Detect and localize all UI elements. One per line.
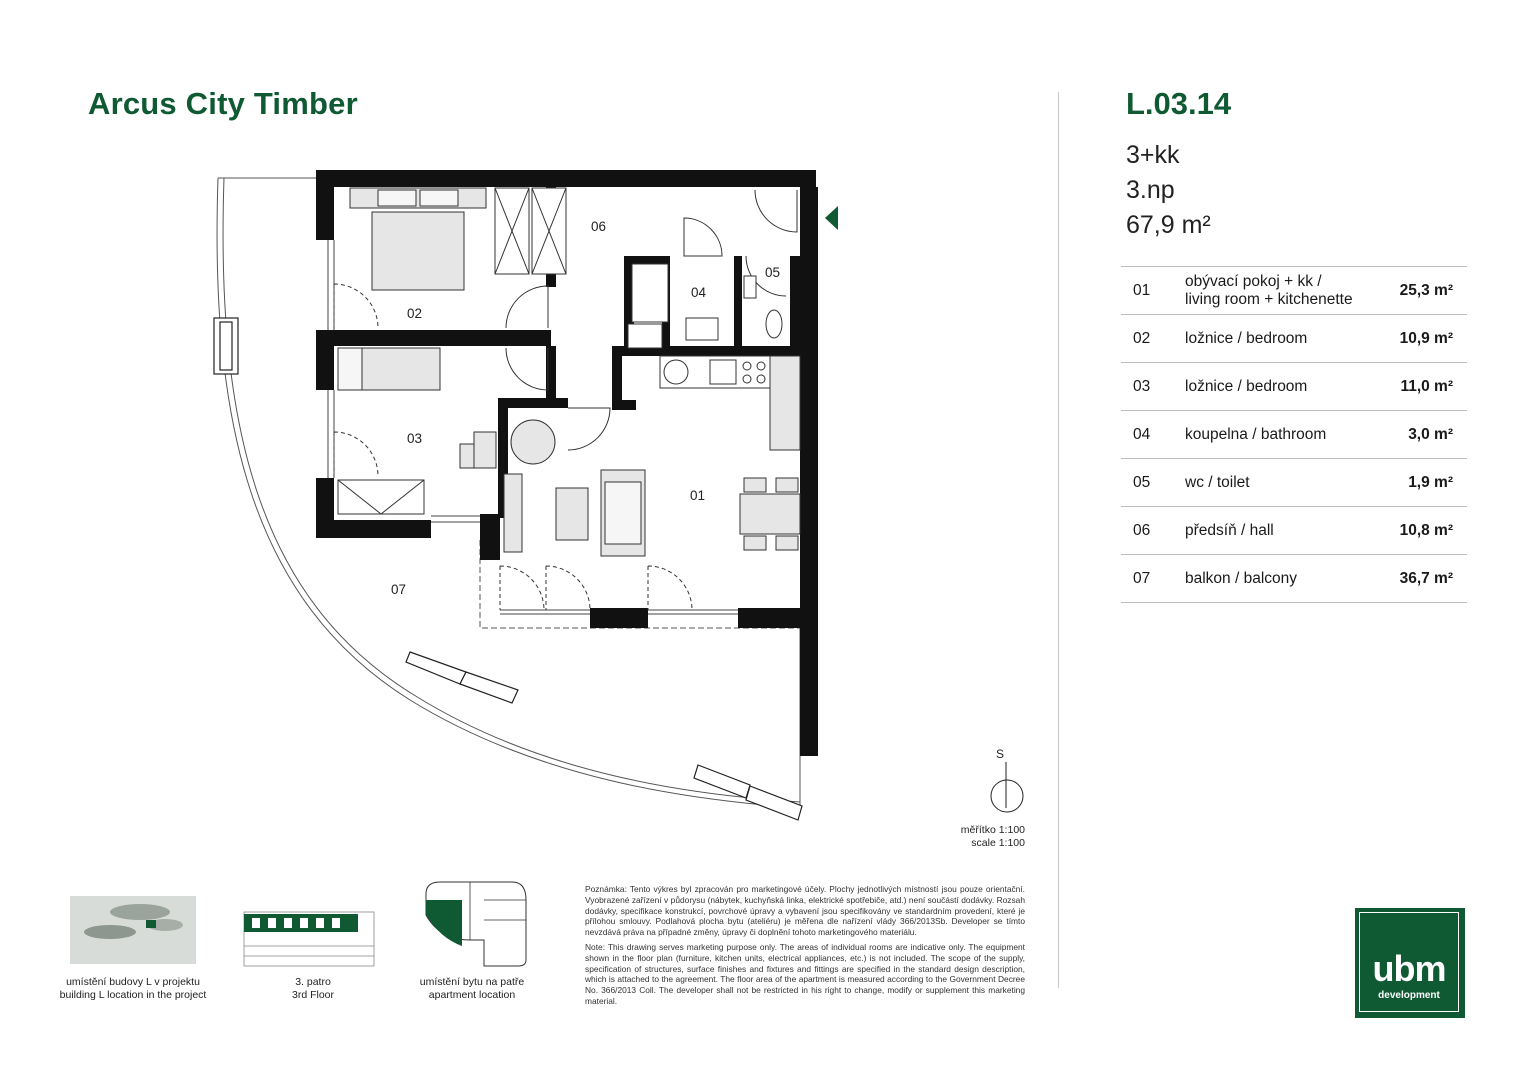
logo-sub: development	[1378, 990, 1440, 1001]
room-number: 05	[1133, 473, 1151, 491]
room-area: 10,9 m²	[1399, 329, 1453, 347]
room-area: 1,9 m²	[1408, 473, 1453, 491]
project-title: Arcus City Timber	[88, 86, 358, 121]
plan-label-01: 01	[690, 488, 705, 503]
caption-line-cz: umístění budovy L v projektu	[66, 976, 200, 988]
entrance-arrow-icon	[825, 206, 838, 230]
plan-label-05: 05	[765, 265, 780, 280]
room-number: 06	[1133, 521, 1151, 539]
door-swings	[333, 189, 798, 611]
disclaimer-note: Poznámka: Tento výkres byl zpracován pro…	[585, 884, 1025, 1011]
unit-layout: 3+kk	[1126, 141, 1180, 169]
thumbnail-caption: 3. patro 3rd Floor	[250, 976, 376, 1002]
scale-line-en: scale 1:100	[971, 837, 1025, 849]
room-number: 01	[1133, 281, 1151, 299]
caption-line-en: building L location in the project	[59, 989, 207, 1001]
plan-label-06: 06	[591, 219, 606, 234]
room-number: 04	[1133, 425, 1151, 443]
logo-brand: ubm	[1372, 948, 1447, 989]
table-row: 02 ložnice / bedroom 10,9 m²	[1121, 314, 1467, 362]
room-area: 11,0 m²	[1400, 377, 1453, 395]
room-area: 25,3 m²	[1399, 281, 1453, 299]
building-elevation-thumbnail	[243, 911, 375, 967]
room-name: předsíň / hall	[1185, 521, 1274, 539]
vertical-divider	[1058, 92, 1059, 988]
thumbnail-caption: umístění budovy L v projektu building L …	[40, 976, 226, 1002]
table-row: 05 wc / toilet 1,9 m²	[1121, 458, 1467, 506]
logo-frame: ubm development	[1359, 912, 1459, 1012]
balcony-planters	[213, 317, 803, 821]
compass-letter: S	[996, 747, 1004, 761]
room-name-line2: living room + kitchenette	[1185, 290, 1353, 308]
ubm-development-logo: ubm development	[1355, 908, 1465, 1018]
table-row: 03 ložnice / bedroom 11,0 m²	[1121, 362, 1467, 410]
disclaimer-cz: Poznámka: Tento výkres byl zpracován pro…	[585, 884, 1025, 938]
table-row: 06 předsíň / hall 10,8 m²	[1121, 506, 1467, 554]
room-area: 3,0 m²	[1408, 425, 1453, 443]
thumbnail-caption: umístění bytu na patře apartment locatio…	[406, 976, 538, 1002]
unit-code: L.03.14	[1126, 86, 1232, 121]
room-area: 10,8 m²	[1399, 521, 1453, 539]
caption-line-en: apartment location	[428, 989, 516, 1001]
room-name-line1: obývací pokoj + kk /	[1185, 272, 1322, 290]
table-row: 07 balkon / balcony 36,7 m²	[1121, 554, 1467, 603]
room-name: wc / toilet	[1185, 473, 1250, 491]
room-name: obývací pokoj + kk / living room + kitch…	[1185, 273, 1363, 309]
room-area-table: 01 obývací pokoj + kk / living room + ki…	[1121, 266, 1467, 603]
furniture	[337, 187, 801, 557]
unit-floor: 3.np	[1126, 176, 1175, 204]
compass-icon: S	[990, 747, 1024, 813]
plan-label-03: 03	[407, 431, 422, 446]
caption-line-cz: 3. patro	[295, 976, 331, 988]
plan-label-07: 07	[391, 582, 406, 597]
room-name: ložnice / bedroom	[1185, 329, 1308, 347]
room-number: 07	[1133, 569, 1151, 587]
apartment-location-thumbnail	[425, 881, 527, 967]
table-row: 04 koupelna / bathroom 3,0 m²	[1121, 410, 1467, 458]
room-number: 02	[1133, 329, 1151, 347]
plan-label-02: 02	[407, 306, 422, 321]
room-area: 36,7 m²	[1399, 569, 1453, 587]
unit-total-area: 67,9 m²	[1126, 211, 1211, 239]
table-row: 01 obývací pokoj + kk / living room + ki…	[1121, 266, 1467, 314]
caption-line-en: 3rd Floor	[291, 989, 334, 1001]
caption-line-cz: umístění bytu na patře	[419, 976, 525, 988]
disclaimer-en: Note: This drawing serves marketing purp…	[585, 941, 1025, 1006]
room-name: balkon / balcony	[1185, 569, 1298, 587]
room-number: 03	[1133, 377, 1151, 395]
room-labels: 01 02 03 04 05 06 07	[391, 219, 780, 597]
plan-label-04: 04	[691, 285, 707, 300]
room-name: koupelna / bathroom	[1185, 425, 1327, 443]
scale-line-cz: měřítko 1:100	[960, 824, 1025, 836]
room-name: ložnice / bedroom	[1185, 377, 1308, 395]
site-location-thumbnail	[70, 896, 196, 964]
walls	[316, 170, 818, 756]
scale-note: měřítko 1:100 scale 1:100	[925, 824, 1025, 850]
